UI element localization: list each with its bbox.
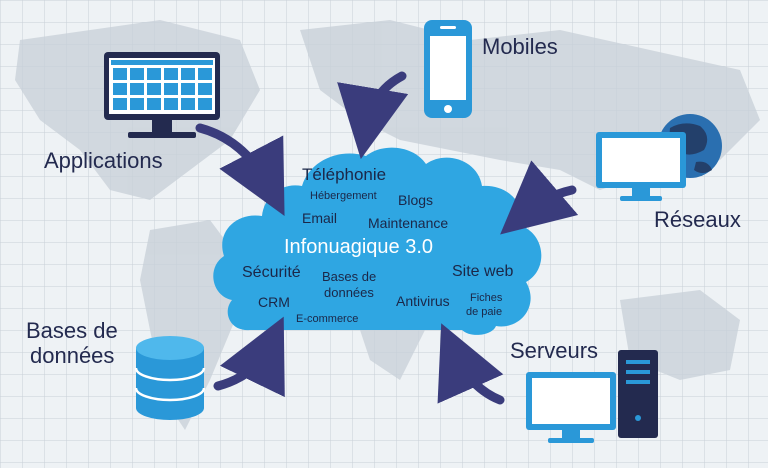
cloud-word-fiches-line2: de paie bbox=[466, 306, 503, 318]
cloud-word-antivirus: Antivirus bbox=[396, 293, 450, 309]
arrow-applications bbox=[195, 123, 285, 216]
cloud-shape bbox=[213, 147, 542, 335]
arrows bbox=[195, 71, 579, 405]
arrow-reseaux bbox=[500, 160, 579, 235]
label-serveurs: Serveurs bbox=[510, 338, 599, 363]
cloud-word-email: Email bbox=[302, 210, 338, 226]
cloud-word-ecommerce: E-commerce bbox=[296, 313, 359, 325]
smartphone-icon bbox=[424, 20, 472, 118]
label-bases-line2: données bbox=[30, 343, 115, 368]
arrow-bases bbox=[213, 316, 285, 398]
monitor-icon bbox=[104, 52, 220, 138]
database-icon bbox=[134, 336, 206, 420]
cloud-word-bases-line1: Bases de bbox=[322, 269, 377, 284]
cloud-word-fiches-line1: Fiches bbox=[470, 292, 503, 304]
arrow-serveurs bbox=[437, 323, 505, 405]
cloud-word-maintenance: Maintenance bbox=[368, 215, 449, 231]
cloud-word-site-web: Site web bbox=[452, 263, 514, 280]
label-bases-line1: Bases de bbox=[26, 318, 118, 343]
cloud-word-bases-line2: données bbox=[324, 285, 374, 300]
cloud-title: Infonuagique 3.0 bbox=[284, 236, 434, 258]
arrow-mobiles bbox=[337, 71, 409, 160]
server-computer-icon bbox=[526, 350, 658, 443]
cloud-word-hebergement: Hébergement bbox=[310, 190, 377, 202]
label-mobiles: Mobiles bbox=[482, 34, 558, 59]
label-reseaux: Réseaux bbox=[654, 207, 741, 232]
cloud-word-telephonie: Téléphonie bbox=[302, 165, 387, 184]
cloud-word-securite: Sécurité bbox=[242, 264, 301, 281]
cloud-word-blogs: Blogs bbox=[398, 192, 434, 208]
globe-monitor-icon bbox=[596, 114, 722, 201]
cloud-word-crm: CRM bbox=[258, 294, 290, 310]
label-applications: Applications bbox=[44, 148, 163, 173]
